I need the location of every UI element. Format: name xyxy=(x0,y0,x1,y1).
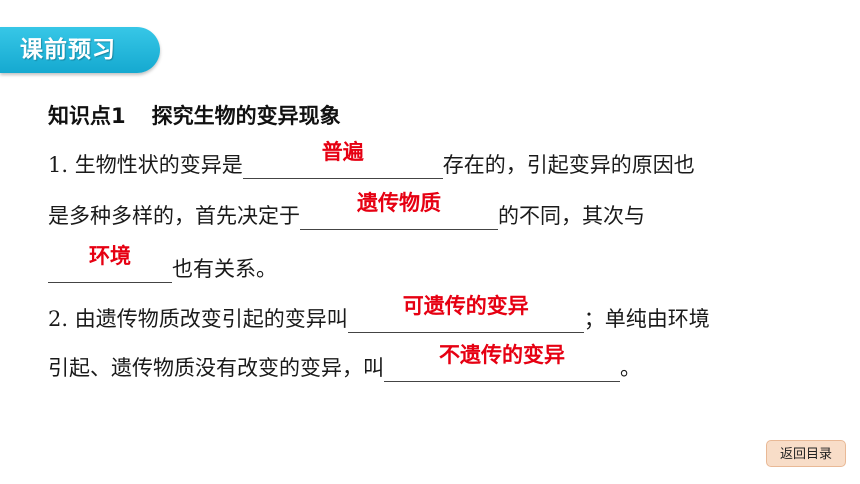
q2-text-c: 引起、遗传物质没有改变的变异，叫 xyxy=(48,356,384,380)
back-to-contents-button[interactable]: 返回目录 xyxy=(766,440,846,467)
q1-text-c: 是多种多样的，首先决定于 xyxy=(48,204,300,228)
question-2-line-2: 引起、遗传物质没有改变的变异，叫 不遗传的变异。 xyxy=(48,343,641,382)
q2-answer-1: 可遗传的变异 xyxy=(402,294,529,318)
q1-answer-1: 普遍 xyxy=(321,140,364,164)
q1-text-a: 1. 生物性状的变异是 xyxy=(48,153,243,177)
q1-blank-2: 遗传物质 xyxy=(300,191,498,230)
q1-blank-1: 普遍 xyxy=(242,140,443,179)
knowledge-point-number: 知识点1 xyxy=(48,104,126,128)
knowledge-point-heading: 知识点1 探究生物的变异现象 xyxy=(48,100,341,130)
q1-text-b: 存在的，引起变异的原因也 xyxy=(442,153,695,177)
section-tag: 课前预习 xyxy=(0,27,160,73)
knowledge-point-title: 探究生物的变异现象 xyxy=(151,104,341,128)
question-1-line-2: 是多种多样的，首先决定于 遗传物质的不同，其次与 xyxy=(48,191,645,230)
question-2-line-1: 2. 由遗传物质改变引起的变异叫 可遗传的变异 ；单纯由环境 xyxy=(48,294,710,333)
question-1-line-1: 1. 生物性状的变异是 普遍存在的，引起变异的原因也 xyxy=(48,140,695,179)
q1-blank-3: 环境 xyxy=(48,244,172,283)
q2-text-d: 。 xyxy=(620,356,641,380)
q1-text-e: 也有关系。 xyxy=(172,257,277,281)
question-1-line-3: 环境也有关系。 xyxy=(48,244,277,283)
q1-text-d: 的不同，其次与 xyxy=(498,204,645,228)
q1-answer-2: 遗传物质 xyxy=(357,191,441,215)
q2-text-a: 2. 由遗传物质改变引起的变异叫 xyxy=(48,307,348,331)
q1-answer-3: 环境 xyxy=(89,244,131,268)
q2-answer-2: 不遗传的变异 xyxy=(439,343,565,367)
q2-blank-1: 可遗传的变异 xyxy=(347,294,584,333)
q2-blank-2: 不遗传的变异 xyxy=(384,343,620,382)
q2-text-b: ；单纯由环境 xyxy=(583,307,710,331)
